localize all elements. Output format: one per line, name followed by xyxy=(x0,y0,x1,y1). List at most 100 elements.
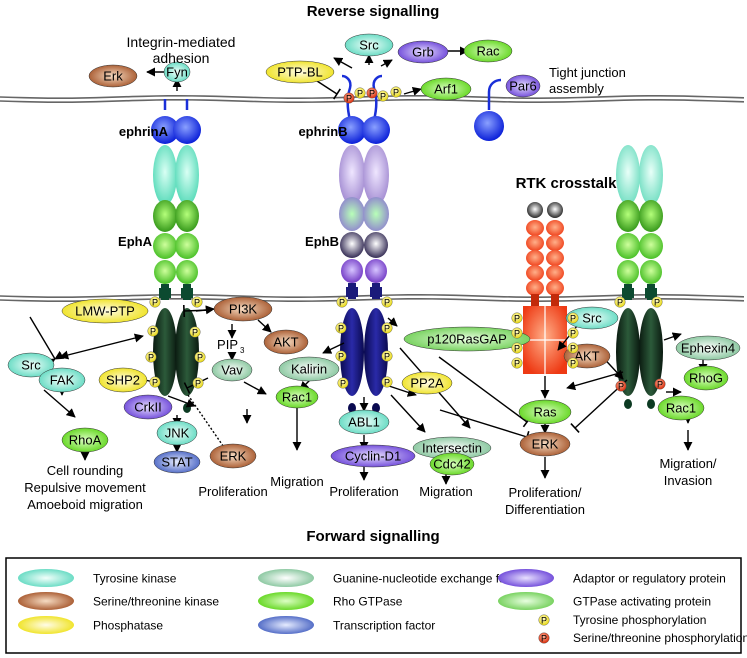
ephrinB-label: ephrinB xyxy=(298,124,347,139)
legend-label: Transcription factor xyxy=(333,619,435,633)
legend-label: Serine/threonine phosphorylation xyxy=(573,631,747,645)
phospho-letter: P xyxy=(541,615,547,625)
lmw-ptp-node: LMW-PTP xyxy=(61,298,149,324)
tyrosine-phosphorylation-site: P xyxy=(511,312,523,324)
ephexin4-node-label: Ephexin4 xyxy=(681,341,735,356)
src-node-label: Src xyxy=(21,358,41,373)
arf1-node: Arf1 xyxy=(420,77,472,101)
eph-fn3-domain xyxy=(154,260,176,284)
legend-swatch xyxy=(18,569,74,587)
tyrosine-phosphorylation-site: P xyxy=(194,351,206,363)
tyrosine-phosphorylation-site: P xyxy=(336,296,348,308)
bidirectional-arrow xyxy=(59,333,144,360)
tyrosine-phosphorylation-site: P xyxy=(381,376,393,388)
rtk-extracellular-domain xyxy=(526,220,544,236)
grb-node: Grb xyxy=(397,40,449,64)
rac1-node: Rac1 xyxy=(275,385,319,409)
cell-rounding-outcome: Cell rounding xyxy=(47,463,124,478)
eph-cysteine-rich-domain xyxy=(175,200,199,232)
fak-node-label: FAK xyxy=(50,373,75,388)
fyn-node-label: Fyn xyxy=(166,65,188,80)
erk-node-label: ERK xyxy=(532,437,559,452)
intersectin-node-label: Intersectin xyxy=(422,441,482,456)
src-node-label: Src xyxy=(582,311,602,326)
phospho-letter: P xyxy=(195,378,201,388)
proliferation-outcome: Proliferation xyxy=(198,484,267,499)
phospho-letter: P xyxy=(148,352,154,362)
stat-node: STAT xyxy=(153,450,201,474)
activation-arrow xyxy=(387,317,398,327)
pp2a-node-label: PP2A xyxy=(410,376,444,391)
tyrosine-phosphorylation-site: P xyxy=(147,325,159,337)
tyrosine-phosphorylation-site: P xyxy=(567,327,579,339)
transmembrane-segment xyxy=(531,294,539,306)
phospho-letter: P xyxy=(384,323,390,333)
eph-cysteine-rich-domain xyxy=(153,200,177,232)
phospho-letter: P xyxy=(380,91,386,101)
proliferation-outcome: Proliferation xyxy=(329,484,398,499)
proliferation-differentiation-outcome: Proliferation/ xyxy=(509,485,582,500)
legend-label: Tyrosine kinase xyxy=(93,572,177,586)
eph-cysteine-rich-domain xyxy=(363,197,389,231)
src-node: Src xyxy=(7,352,55,378)
sam-domain xyxy=(348,403,356,413)
activation-arrow xyxy=(333,57,353,69)
legend-swatch xyxy=(498,592,554,610)
tight-junction-annotation: Tight junction xyxy=(549,65,626,80)
legend-swatch xyxy=(498,569,554,587)
vav-node-label: Vav xyxy=(221,363,243,378)
src-node: Src xyxy=(344,33,394,57)
phospho-letter: P xyxy=(657,379,663,389)
tyrosine-phosphorylation-site: P xyxy=(381,296,393,308)
inhibition-bar xyxy=(570,423,580,433)
tyrosine-phosphorylation-site: P xyxy=(567,312,579,324)
rtk-extracellular-domain xyxy=(546,280,564,296)
tyrosine-phosphorylation-site: P xyxy=(381,350,393,362)
sam-domain xyxy=(624,399,632,409)
grb-node-label: Grb xyxy=(412,45,434,60)
cdc42-node-label: Cdc42 xyxy=(433,457,471,472)
tyrosine-phosphorylation-site: P xyxy=(145,351,157,363)
juxtamembrane-box xyxy=(622,288,634,298)
phospho-letter: P xyxy=(570,328,576,338)
ephrinB-par6-complex xyxy=(474,78,504,141)
activation-arrow xyxy=(380,59,393,68)
bidirectional-arrow xyxy=(29,316,55,359)
eph-ligand-binding-domain xyxy=(363,145,389,205)
src-node-label: Src xyxy=(359,38,379,53)
pip3-label: PIP xyxy=(217,337,238,352)
legend-label: Tyrosine phosphorylation xyxy=(573,613,706,627)
inhibition-bar xyxy=(333,88,341,100)
kalirin-node: Kalirin xyxy=(278,356,340,382)
integrin-annotation: Integrin-mediated xyxy=(127,34,236,50)
crkii-node-label: CrkII xyxy=(134,400,161,415)
tyrosine-phosphorylation-site: P xyxy=(567,357,579,369)
rtk-extracellular-domain xyxy=(546,220,564,236)
inhibition-line xyxy=(438,356,528,423)
legend-swatch xyxy=(538,614,550,626)
arf1-node-label: Arf1 xyxy=(434,82,458,97)
eph-fn3-domain xyxy=(176,260,198,284)
eph-fn3-domain xyxy=(617,260,639,284)
serine-phosphorylation-site: P xyxy=(366,87,378,99)
sam-domain xyxy=(372,403,380,413)
activation-arrow xyxy=(257,319,272,333)
eph-ligand-binding-domain xyxy=(175,145,199,205)
rhoa-node: RhoA xyxy=(61,427,109,453)
eph-ligand-binding-domain xyxy=(639,145,663,205)
jnk-node-label: JNK xyxy=(165,426,190,441)
juxtamembrane-box xyxy=(159,288,171,298)
p120rasgap-node: p120RasGAP xyxy=(403,326,531,352)
kinase-domain xyxy=(153,308,177,396)
activation-arrow xyxy=(390,394,426,433)
abl1-node: ABL1 xyxy=(338,409,390,435)
legend-entry: Transcription factor xyxy=(258,616,435,634)
ephrinA-label: ephrinA xyxy=(119,124,169,139)
vav-node: Vav xyxy=(211,358,253,382)
pi3k-node-label: PI3K xyxy=(229,302,258,317)
ephexin4-node: Ephexin4 xyxy=(675,335,741,361)
ptp-bl-node: PTP-BL xyxy=(265,60,335,84)
